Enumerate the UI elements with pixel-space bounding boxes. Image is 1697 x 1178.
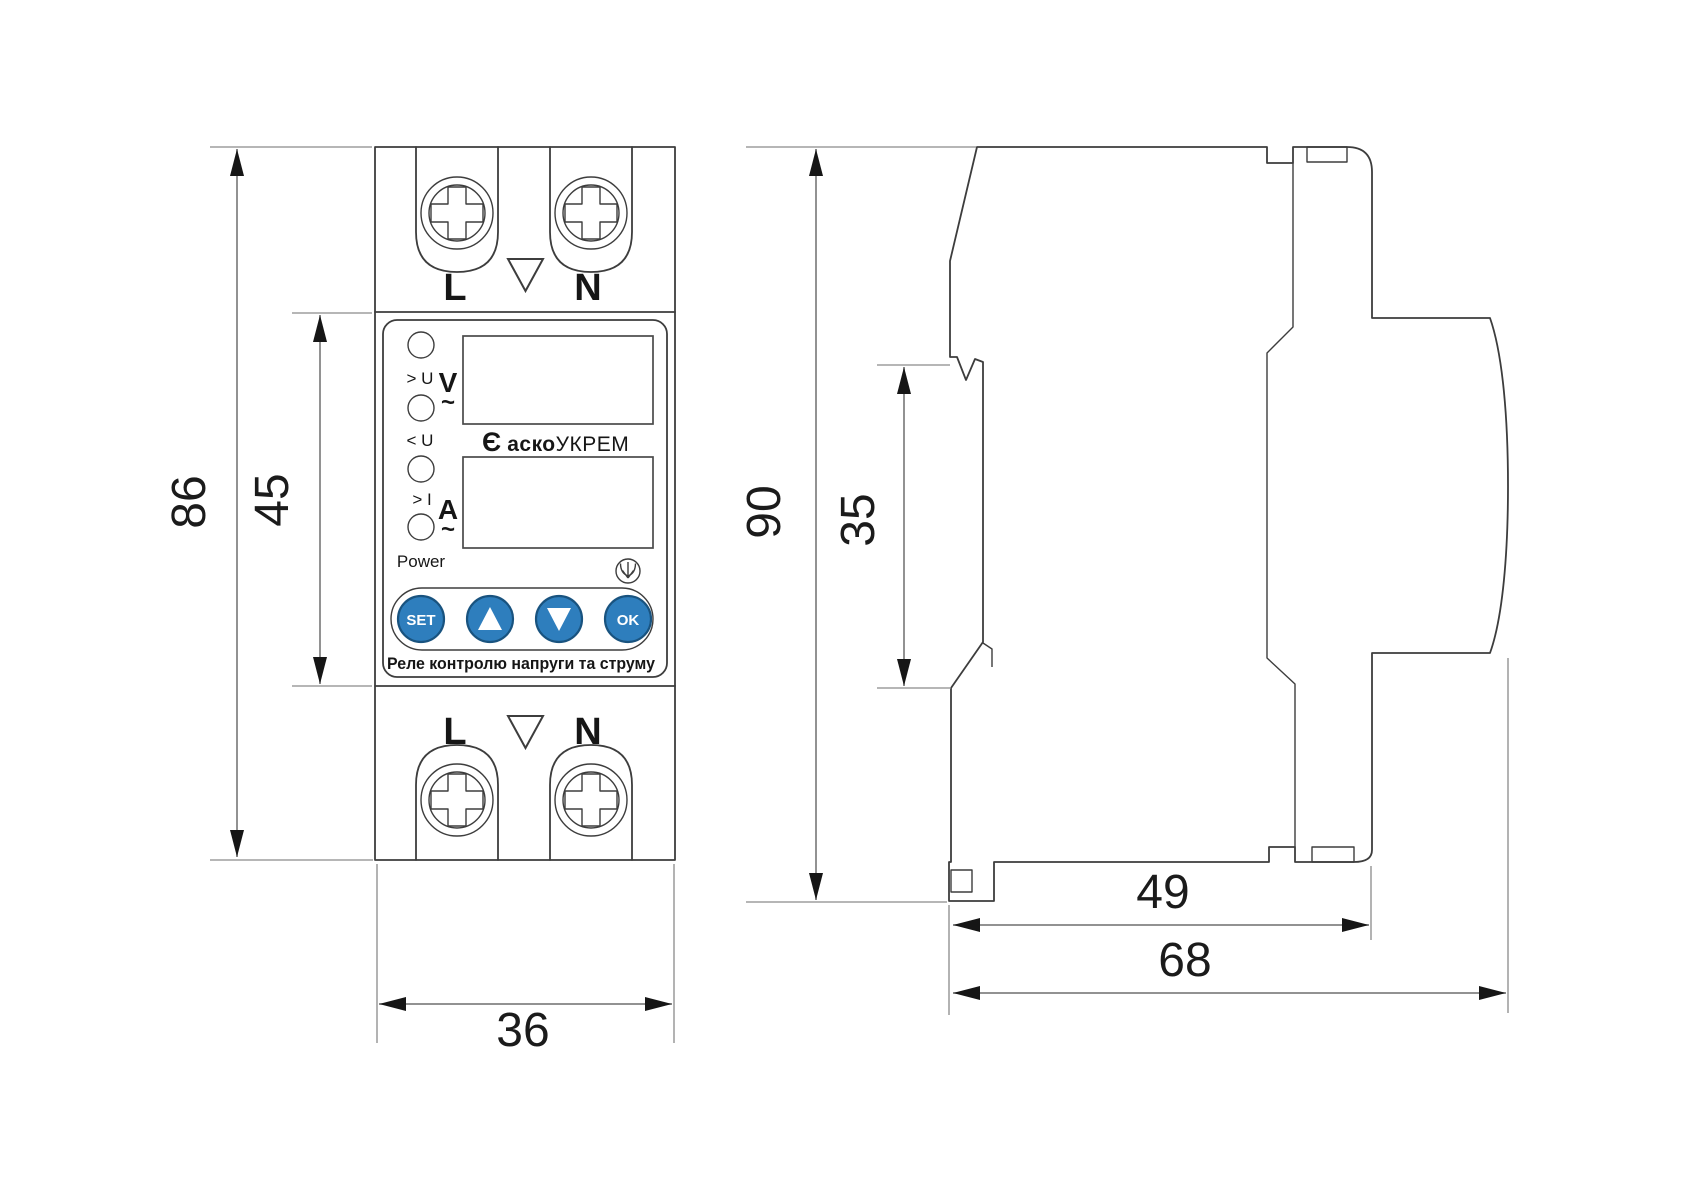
terminal-cover-clip bbox=[1311, 846, 1355, 863]
side-body-outline bbox=[948, 146, 1509, 902]
terminal-tower bbox=[415, 744, 499, 861]
current-display bbox=[462, 456, 654, 549]
side-inner-wall bbox=[1266, 163, 1296, 847]
led-label-undervoltage: < U bbox=[407, 431, 434, 450]
up-button bbox=[465, 594, 515, 644]
brand-name-light: УКРЕМ bbox=[556, 433, 630, 456]
led-label-overvoltage: > U bbox=[407, 369, 434, 388]
set-button-label: SET bbox=[406, 612, 435, 629]
dim-depth-total: 68 bbox=[1158, 934, 1211, 987]
voltage-display bbox=[462, 335, 654, 425]
dim-side-total-height: 90 bbox=[738, 485, 791, 538]
dimension-45: 45 bbox=[246, 312, 372, 687]
led-label-power: Power bbox=[397, 552, 446, 571]
set-button: SET bbox=[396, 594, 446, 644]
led-overvoltage-icon bbox=[407, 331, 435, 359]
voltmeter-ac-symbol: ~ bbox=[441, 389, 455, 416]
triangle-down-marker-icon bbox=[506, 715, 545, 751]
button-group-outline bbox=[390, 587, 654, 651]
device-caption: Реле контролю напруги та струму bbox=[387, 654, 655, 673]
led-undervoltage-icon bbox=[407, 394, 435, 422]
led-overcurrent-icon bbox=[407, 455, 435, 483]
screw-icon bbox=[420, 176, 494, 250]
dimension-86: 86 bbox=[163, 146, 373, 861]
dimension-49: 49 bbox=[953, 866, 1372, 940]
ammeter-ac-symbol: ~ bbox=[441, 516, 455, 543]
terminal-label-L-top: L bbox=[443, 267, 466, 309]
screw-icon bbox=[554, 763, 628, 837]
brand-mark: Є bbox=[482, 427, 501, 457]
dimensions: 86 45 36 90 bbox=[163, 146, 1509, 1057]
dim-front-module-height: 45 bbox=[246, 473, 299, 526]
terminal-cover-clip bbox=[1306, 146, 1348, 163]
dimension-35: 35 bbox=[832, 364, 951, 689]
triangle-up-icon bbox=[478, 607, 502, 630]
screw-icon bbox=[554, 176, 628, 250]
ok-button: OK bbox=[603, 594, 653, 644]
ok-button-label: OK bbox=[617, 612, 640, 629]
side-view bbox=[948, 146, 1509, 902]
terminal-tower bbox=[549, 146, 633, 273]
brand-name-bold: аско bbox=[507, 433, 555, 456]
terminal-label-N-top: N bbox=[574, 267, 601, 309]
dim-front-width: 36 bbox=[496, 1004, 549, 1057]
screw-icon bbox=[420, 763, 494, 837]
conformity-mark-icon bbox=[615, 558, 641, 584]
triangle-down-marker-icon bbox=[506, 258, 545, 294]
down-button bbox=[534, 594, 584, 644]
din-latch-tab-notch bbox=[950, 869, 973, 893]
dim-front-total-height: 86 bbox=[163, 475, 216, 528]
led-power-icon bbox=[407, 513, 435, 541]
dimension-90: 90 bbox=[738, 146, 976, 903]
dim-din-recess-height: 35 bbox=[832, 493, 885, 546]
dimension-36: 36 bbox=[376, 864, 675, 1057]
ammeter-unit: A bbox=[438, 494, 458, 525]
dim-depth-to-terminals: 49 bbox=[1136, 866, 1189, 919]
triangle-down-icon bbox=[547, 608, 571, 631]
dimension-68: 68 bbox=[948, 658, 1509, 1015]
terminal-tower bbox=[415, 146, 499, 273]
front-body-outline bbox=[374, 146, 676, 861]
led-label-overcurrent: > I bbox=[412, 490, 431, 509]
voltmeter-unit: V bbox=[439, 367, 458, 398]
din-latch-hook bbox=[982, 642, 993, 667]
front-panel bbox=[382, 319, 668, 678]
terminal-tower bbox=[549, 744, 633, 861]
terminal-label-L-bottom: L bbox=[443, 711, 466, 753]
